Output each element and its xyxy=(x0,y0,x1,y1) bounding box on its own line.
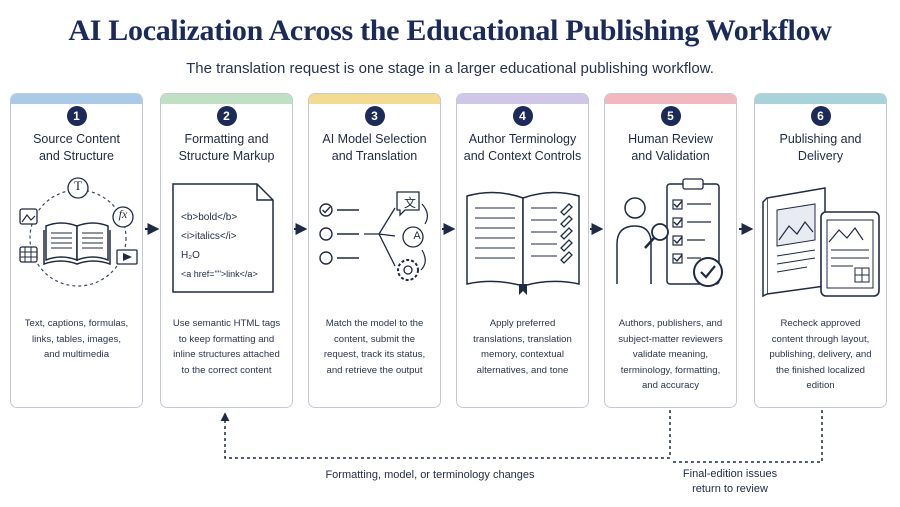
code-line-bold: <b>bold</b> xyxy=(181,212,238,223)
feedback-label-final-edition: Final-edition issues return to review xyxy=(682,468,778,495)
stage-description: Recheck approved content through layout,… xyxy=(769,318,872,392)
stage-title: AI Model Selection and Translation xyxy=(322,132,427,163)
diagram-subtitle: The translation request is one stage in … xyxy=(186,60,714,77)
stage-title: Source Content and Structure xyxy=(33,132,120,163)
feedback-loop-final-edition xyxy=(670,410,823,463)
stage-title: Publishing and Delivery xyxy=(779,132,862,163)
stage-accent-bar xyxy=(457,94,588,104)
stage-card-human-review: 5 Human Review and Validation Authors, p… xyxy=(604,93,737,408)
open-book-with-media-icon xyxy=(19,177,138,287)
reviewer-checklist-icon xyxy=(616,178,723,287)
stage-number-badge: 6 xyxy=(810,106,831,126)
stage-accent-bar xyxy=(755,94,886,104)
stage-number-badge: 3 xyxy=(364,106,385,126)
code-line-link: <a href="">link</a> xyxy=(181,269,258,279)
feedback-loop-changes xyxy=(220,410,671,459)
formula-symbol-icon: fx xyxy=(118,207,128,221)
stage-number-badge: 5 xyxy=(660,106,681,126)
stage-card-formatting-markup: 2 Formatting and Structure Markup <b>bol… xyxy=(160,93,293,408)
annotated-book-icon xyxy=(466,191,580,295)
text-symbol-icon: T xyxy=(74,178,82,193)
stage-card-ai-model: 3 AI Model Selection and Translation 文 A… xyxy=(308,93,441,408)
stage-description: Use semantic HTML tags to keep formattin… xyxy=(172,318,281,376)
stage-description: Apply preferred translations, translatio… xyxy=(473,318,572,376)
code-line-subscript: H₂O xyxy=(181,250,200,261)
stage-card-author-terminology: 4 Author Terminology and Context Control… xyxy=(456,93,589,408)
stage-card-publishing: 6 Publishing and Delivery Recheck approv… xyxy=(754,93,887,408)
stage-number-badge: 1 xyxy=(66,106,87,126)
stage-accent-bar xyxy=(11,94,142,104)
stage-card-source-content: 1 Source Content and Structure T fx Text… xyxy=(10,93,143,408)
diagram-title: AI Localization Across the Educational P… xyxy=(68,14,832,47)
code-document-icon xyxy=(172,183,274,293)
stage-accent-bar xyxy=(161,94,292,104)
stage-description: Authors, publishers, and subject-matter … xyxy=(618,318,723,392)
book-and-tablet-icon xyxy=(762,187,880,298)
code-line-italics: <i>italics</i> xyxy=(181,231,237,242)
stage-accent-bar xyxy=(605,94,736,104)
chinese-glyph-icon: 文 xyxy=(403,196,416,210)
stage-title: Formatting and Structure Markup xyxy=(178,132,275,163)
stage-description: Text, captions, formulas, links, tables,… xyxy=(24,318,129,361)
stage-number-badge: 2 xyxy=(216,106,237,126)
stage-description: Match the model to the content, submit t… xyxy=(323,318,426,376)
latin-glyph-icon: A xyxy=(413,230,421,242)
model-selection-translation-icon xyxy=(319,191,428,281)
feedback-label-changes: Formatting, model, or terminology change… xyxy=(325,469,535,481)
stage-number-badge: 4 xyxy=(512,106,533,126)
stage-accent-bar xyxy=(309,94,440,104)
stage-title: Author Terminology and Context Controls xyxy=(463,132,582,163)
stage-title: Human Review and Validation xyxy=(628,132,713,163)
